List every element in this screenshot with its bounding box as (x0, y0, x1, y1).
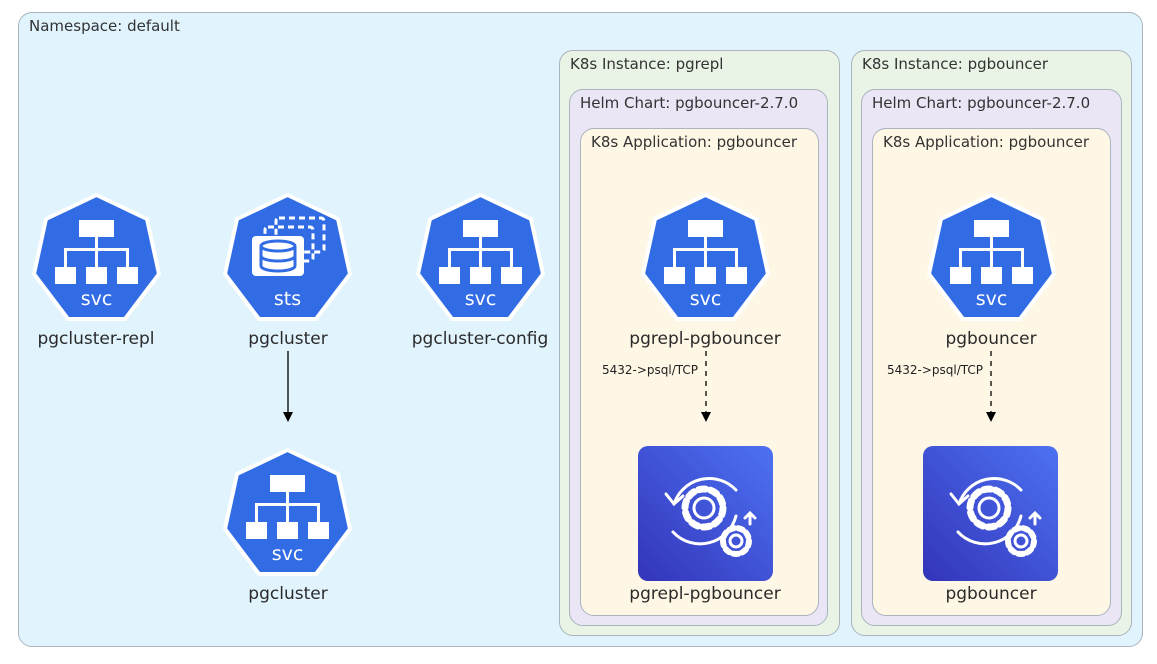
instance-label: K8s Instance: pgbouncer (862, 55, 1048, 73)
kubernetes-service-icon: svc (223, 448, 352, 576)
kubernetes-service-icon: svc (641, 193, 770, 321)
svg-text:svc: svc (976, 288, 1008, 310)
node-label-pgcluster-sts: pgcluster (248, 329, 328, 349)
helm-label: Helm Chart: pgbouncer-2.7.0 (872, 94, 1091, 112)
app-label: K8s Application: pgbouncer (883, 133, 1089, 151)
application-gears-icon (923, 446, 1058, 581)
kubernetes-statefulset-icon: sts (223, 193, 352, 321)
app-label: K8s Application: pgbouncer (591, 133, 797, 151)
kubernetes-service-icon: svc (416, 193, 545, 321)
node-label-pgrepl-pgbouncer-app: pgrepl-pgbouncer (629, 584, 781, 604)
edge-label-pgbouncer: 5432->psql/TCP (887, 363, 984, 377)
edge-label-pgrepl: 5432->psql/TCP (602, 363, 699, 377)
helm-label: Helm Chart: pgbouncer-2.7.0 (580, 94, 799, 112)
namespace-label: Namespace: default (29, 17, 180, 35)
svg-text:svc: svc (81, 288, 113, 310)
node-label-pgcluster-repl: pgcluster-repl (37, 329, 155, 349)
instance-label: K8s Instance: pgrepl (570, 55, 724, 73)
svg-text:svc: svc (272, 543, 304, 565)
kubernetes-service-icon: svc (32, 193, 161, 321)
node-label-pgcluster-svc: pgcluster (248, 584, 328, 604)
node-label-pgcluster-config: pgcluster-config (411, 329, 549, 349)
svg-text:svc: svc (690, 288, 722, 310)
svg-text:svc: svc (465, 288, 497, 310)
node-label-pgbouncer-app: pgbouncer (945, 584, 1037, 604)
svg-text:sts: sts (274, 288, 301, 310)
kubernetes-service-icon: svc (927, 193, 1056, 321)
application-gears-icon (638, 446, 773, 581)
node-label-pgrepl-pgbouncer-svc: pgrepl-pgbouncer (629, 329, 781, 349)
node-label-pgbouncer-svc: pgbouncer (945, 329, 1037, 349)
